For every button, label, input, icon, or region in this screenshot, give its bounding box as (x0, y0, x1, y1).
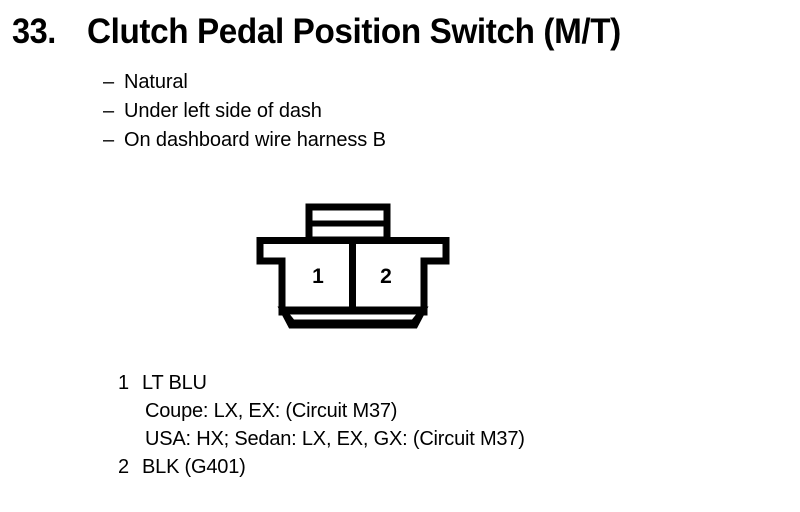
description-list: – Natural – Under left side of dash – On… (103, 72, 703, 159)
dash-bullet-icon: – (103, 129, 115, 151)
legend-row: 2 BLK (G401) (118, 457, 738, 485)
connector-illustration: 1 2 (250, 195, 460, 345)
legend-row: Coupe: LX, EX: (Circuit M37) (118, 401, 738, 429)
cavity-number-1: 1 (312, 265, 324, 288)
legend-wire-label: Coupe: LX, EX: (Circuit M37) (145, 400, 398, 422)
legend-wire-label: USA: HX; Sedan: LX, EX, GX: (Circuit M37… (145, 428, 525, 450)
legend-cavity-number: 1 (118, 372, 130, 394)
description-item: – Natural (103, 72, 703, 101)
legend-cavity-number: 2 (118, 456, 130, 478)
connector-base-highlight (290, 314, 416, 320)
page-title: 33. Clutch Pedal Position Switch (M/T) (12, 14, 792, 58)
connector-drawing: 1 2 (256, 203, 450, 329)
dash-bullet-icon: – (103, 100, 115, 122)
description-item-label: On dashboard wire harness B (124, 129, 386, 151)
connector-locking-tab-icon (305, 203, 391, 244)
cavity-number-2: 2 (380, 265, 392, 288)
description-item: – Under left side of dash (103, 101, 703, 130)
description-item-label: Natural (124, 71, 188, 93)
dash-bullet-icon: – (103, 71, 115, 93)
component-title: Clutch Pedal Position Switch (M/T) (87, 12, 622, 51)
legend-row: USA: HX; Sedan: LX, EX, GX: (Circuit M37… (118, 429, 738, 457)
wire-legend: 1 LT BLU Coupe: LX, EX: (Circuit M37) US… (118, 373, 738, 485)
legend-wire-label: LT BLU (142, 372, 207, 394)
description-item: – On dashboard wire harness B (103, 130, 703, 159)
legend-wire-label: BLK (G401) (142, 456, 246, 478)
item-number: 33. (12, 12, 56, 51)
legend-row: 1 LT BLU (118, 373, 738, 401)
description-item-label: Under left side of dash (124, 100, 322, 122)
